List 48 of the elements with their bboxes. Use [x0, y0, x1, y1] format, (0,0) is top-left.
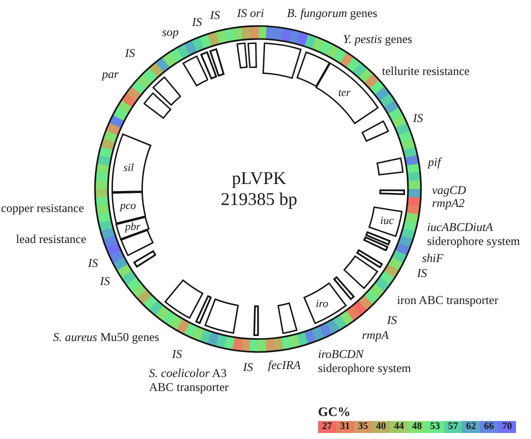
gene-label: sil — [123, 162, 134, 174]
region-label: lead resistance — [16, 232, 86, 246]
region-label: copper resistance — [1, 201, 84, 215]
gene-label: pif — [428, 155, 441, 169]
gene-label: rmpA2 — [432, 196, 465, 210]
gene-label: IS — [210, 8, 220, 22]
legend-value: 57 — [448, 421, 458, 433]
gene-label: IS — [125, 46, 135, 60]
legend-value: 53 — [430, 421, 440, 433]
region-label: Y. pestis genes — [343, 32, 412, 46]
region-label: tellurite resistance — [382, 64, 470, 78]
legend-value: 44 — [394, 421, 404, 433]
region-label: S. coelicolor A3 ABC transporter — [149, 366, 230, 394]
legend-value: 35 — [358, 421, 368, 433]
region-label: B. fungorum genes — [287, 6, 378, 20]
gene-label: IS — [192, 15, 202, 29]
gene-label: iuc — [380, 215, 394, 228]
region-label: iroBCDN siderophore system — [318, 347, 412, 375]
legend-value: 62 — [466, 421, 476, 433]
gene-label: IS — [243, 360, 253, 374]
gene-label: pco — [120, 200, 136, 212]
gene-label: shiF — [422, 251, 444, 265]
legend-value: 66 — [484, 421, 494, 433]
legend-title: GC% — [318, 405, 350, 419]
gene-label: pbr — [125, 221, 140, 234]
gene-label: fecIRA — [268, 358, 301, 372]
gene-label: ter — [338, 87, 350, 100]
gene-label: iro — [316, 298, 328, 310]
gene-label: vagCD — [432, 183, 466, 197]
gene-label: sop — [162, 25, 179, 39]
legend-value: 48 — [412, 421, 422, 433]
region-label: iron ABC transporter — [397, 293, 498, 307]
gene-label: IS — [172, 347, 182, 361]
gene-label: IS — [88, 256, 98, 270]
legend-value: 40 — [376, 421, 386, 433]
gene-label: IS — [387, 313, 397, 327]
gene-label: IS — [100, 274, 110, 288]
gene-label: IS — [413, 111, 423, 125]
gene-label: IS — [417, 266, 427, 280]
legend-value: 31 — [340, 421, 350, 433]
gene-label: rmpA — [362, 328, 389, 342]
legend-value: 70 — [502, 421, 512, 433]
region-label: S. aureus Mu50 genes — [53, 330, 160, 344]
plasmid-size: 219385 bp — [220, 189, 298, 209]
gene-label: par — [102, 67, 119, 81]
plasmid-name: pLVPK — [232, 168, 286, 188]
gene-label: IS ori — [237, 6, 264, 20]
legend-value: 27 — [322, 421, 332, 433]
